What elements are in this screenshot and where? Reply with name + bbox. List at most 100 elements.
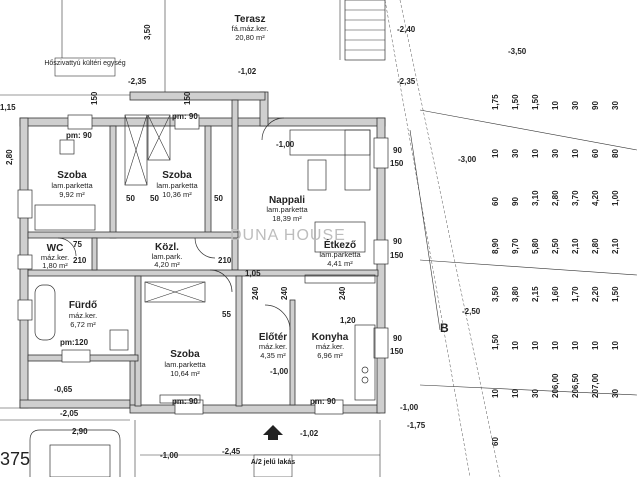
- dim-150-top1: 150: [90, 91, 99, 105]
- right-dim-25: 2,10: [571, 238, 580, 254]
- entry-floor: máz.ker.: [259, 342, 287, 351]
- dim-240-2: 240: [280, 286, 289, 300]
- hall-area: 4,20 m²: [154, 260, 180, 269]
- dim-90-r2: 90: [393, 237, 402, 246]
- right-dim-5: 90: [591, 101, 600, 110]
- right-dim-29: 3,80: [511, 286, 520, 302]
- right-dim-17: 2,80: [551, 190, 560, 206]
- right-dim-13: 80: [611, 149, 620, 158]
- right-dim-44: 30: [531, 389, 540, 398]
- room2-floor: lam.parketta: [156, 181, 198, 190]
- dim-pm90-2: pm: 90: [66, 131, 92, 140]
- room2-area: 10,36 m²: [162, 190, 192, 199]
- right-dim-1: 1,50: [511, 94, 520, 110]
- right-dim-48: 30: [611, 389, 620, 398]
- dim-240-3: 240: [338, 286, 347, 300]
- right-dim-18: 3,70: [571, 190, 580, 206]
- dimension-labels: pm: 90 pm: 90 pm:120 pm: 90 pm: 90 90 15…: [0, 24, 404, 436]
- right-dim-6: 30: [611, 101, 620, 110]
- bath-name: Fürdő: [69, 300, 97, 311]
- furniture: [34, 114, 376, 440]
- dim-pm90-3: pm: 90: [172, 397, 198, 406]
- right-dim-47: 207,00: [591, 373, 600, 398]
- kitchen-name: Konyha: [312, 332, 349, 343]
- dim-150-r2: 150: [390, 251, 404, 260]
- hall-name: Közl.: [155, 242, 179, 253]
- room1-area: 9,92 m²: [59, 190, 85, 199]
- level-3: -2,40: [397, 25, 416, 34]
- right-dim-24: 2,50: [551, 238, 560, 254]
- room1-name: Szoba: [57, 170, 87, 181]
- right-dim-36: 10: [511, 341, 520, 350]
- level-4: -2,35: [397, 77, 416, 86]
- right-dim-21: 8,90: [491, 238, 500, 254]
- right-dim-46: 206,50: [571, 373, 580, 398]
- kitchen-floor: máz.ker.: [316, 342, 344, 351]
- level-14: -1,75: [407, 421, 426, 430]
- dim-90-r3: 90: [393, 334, 402, 343]
- room3-area: 10,64 m²: [170, 369, 200, 378]
- kitchen-area: 6,96 m²: [317, 351, 343, 360]
- dim-pm90-1: pm: 90: [172, 112, 198, 121]
- right-dim-38: 10: [551, 341, 560, 350]
- dim-150-r3: 150: [390, 347, 404, 356]
- right-dim-3: 10: [551, 101, 560, 110]
- wc-area: 1,80 m²: [42, 261, 68, 270]
- right-dim-26: 2,80: [591, 238, 600, 254]
- dim-150-r1: 150: [390, 159, 404, 168]
- right-dim-4: 30: [571, 101, 580, 110]
- misc-labels: Hőszivattyú kültéri egység B 375 A/2 jel…: [0, 57, 449, 477]
- dim-280: 2,80: [5, 149, 14, 165]
- dim-pm120: pm:120: [60, 338, 89, 347]
- dim-55: 55: [222, 310, 231, 319]
- dining-area: 4,41 m²: [327, 259, 353, 268]
- right-dim-37: 10: [531, 341, 540, 350]
- level-9: -1,00: [270, 367, 289, 376]
- dim-50-1: 50: [126, 194, 135, 203]
- dim-50-2: 50: [150, 194, 159, 203]
- right-dim-16: 3,10: [531, 190, 540, 206]
- right-dim-30: 2,15: [531, 286, 540, 302]
- right-dim-34: 1,50: [611, 286, 620, 302]
- living-floor: lam.parketta: [266, 205, 308, 214]
- right-dim-49: 60: [491, 437, 500, 446]
- room2-name: Szoba: [162, 170, 192, 181]
- room3-floor: lam.parketta: [164, 360, 206, 369]
- right-dim-2: 1,50: [531, 94, 540, 110]
- terrain-hatch: [384, 0, 637, 477]
- room-labels: Terasz fá.máz.ker. 20,80 m² Szoba lam.pa…: [41, 14, 362, 378]
- right-dim-32: 1,70: [571, 286, 580, 302]
- terrace-area: 20,80 m²: [235, 33, 265, 42]
- level-6: -3,00: [458, 155, 477, 164]
- room3-name: Szoba: [170, 349, 200, 360]
- right-dim-12: 60: [591, 149, 600, 158]
- bath-area: 6,72 m²: [70, 320, 96, 329]
- dim-150-top2: 150: [183, 91, 192, 105]
- dim-120: 1,20: [340, 316, 356, 325]
- dim-75: 75: [73, 240, 82, 249]
- right-dim-22: 9,70: [511, 238, 520, 254]
- level-11: -1,02: [300, 429, 319, 438]
- right-dim-27: 2,10: [611, 238, 620, 254]
- right-dim-23: 5,80: [531, 238, 540, 254]
- right-dim-19: 4,20: [591, 190, 600, 206]
- heatpump-label: Hőszivattyú kültéri egység: [44, 60, 125, 67]
- dim-105: 1,05: [245, 269, 261, 278]
- right-dim-20: 1,00: [611, 190, 620, 206]
- level-13: -1,00: [400, 403, 419, 412]
- right-dim-43: 10: [511, 389, 520, 398]
- hall-floor: lam.park.: [152, 252, 183, 261]
- entry-area: 4,35 m²: [260, 351, 286, 360]
- level-10: -2,45: [222, 447, 241, 456]
- bath-floor: máz.ker.: [69, 311, 97, 320]
- right-dim-8: 30: [511, 149, 520, 158]
- right-dim-45: 206,00: [551, 373, 560, 398]
- level-15: -0,65: [54, 385, 73, 394]
- right-dim-42: 10: [491, 389, 500, 398]
- right-dim-9: 10: [531, 149, 540, 158]
- level-7: -3,50: [508, 47, 527, 56]
- living-area: 18,39 m²: [272, 214, 302, 223]
- dim-115: 1,15: [0, 103, 16, 112]
